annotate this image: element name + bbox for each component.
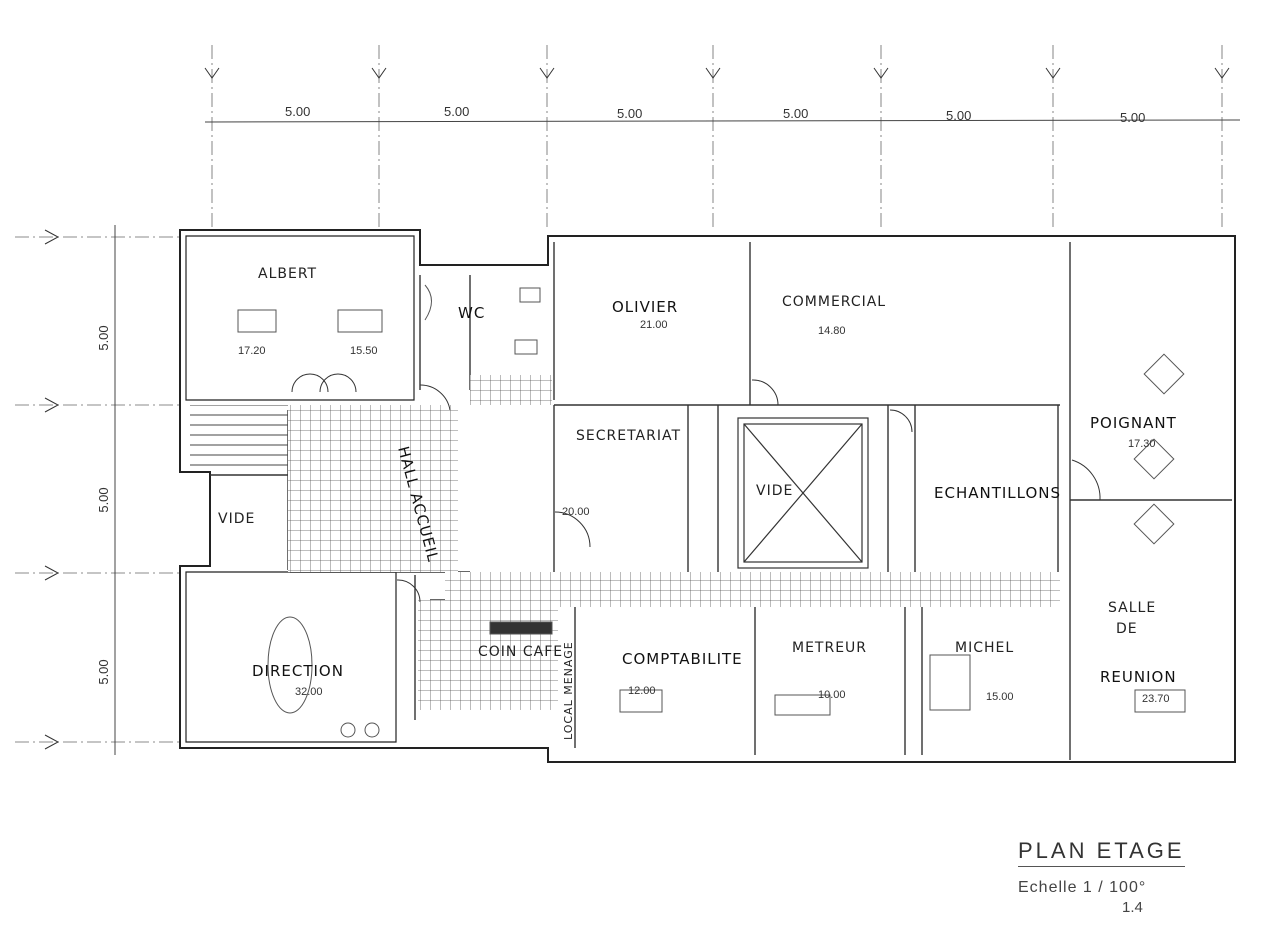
side-dim-1: 5.00 [96, 325, 111, 350]
top-dimensions: 5.00 5.00 5.00 5.00 5.00 5.00 [285, 104, 1145, 125]
area-michel: 15.00 [986, 691, 1014, 703]
door-swings [291, 373, 1101, 603]
top-dim-6: 5.00 [1120, 110, 1145, 125]
room-label-comptabilite: COMPTABILITE [622, 650, 743, 668]
area-albert-left: 17.20 [238, 345, 266, 357]
top-dim-5: 5.00 [946, 108, 971, 123]
room-label-olivier: OLIVIER [612, 298, 678, 316]
room-label-commercial: COMMERCIAL [782, 294, 886, 310]
room-label-vide-left: VIDE [218, 511, 255, 527]
room-label-coin-cafe: COIN CAFE [478, 644, 563, 660]
area-metreur: 10.00 [818, 689, 846, 701]
room-label-de: DE [1116, 621, 1138, 637]
room-label-wc: WC [458, 304, 485, 322]
side-dim-3: 5.00 [96, 659, 111, 684]
area-olivier: 21.00 [640, 319, 668, 331]
top-dim-3: 5.00 [617, 106, 642, 121]
room-labels: ALBERT 17.20 15.50 WC OLIVIER 21.00 COMM… [218, 266, 1177, 740]
room-label-salle: SALLE [1108, 600, 1156, 616]
room-label-reunion: REUNION [1100, 668, 1177, 686]
room-label-echantillons: ECHANTILLONS [934, 484, 1061, 502]
room-label-vide-center: VIDE [756, 483, 793, 499]
room-label-secretariat: SECRETARIAT [576, 428, 681, 444]
room-label-local-menage: LOCAL MENAGE [562, 641, 575, 740]
side-dim-2: 5.00 [96, 487, 111, 512]
area-comptabilite: 12.00 [628, 685, 656, 697]
room-label-direction: DIRECTION [252, 662, 344, 680]
room-label-albert: ALBERT [258, 266, 317, 282]
top-dim-4: 5.00 [783, 106, 808, 121]
top-dim-1: 5.00 [285, 104, 310, 119]
area-poignant: 17.30 [1128, 438, 1156, 450]
plan-scale: Echelle 1 / 100° [1018, 879, 1147, 896]
top-dim-2: 5.00 [444, 104, 469, 119]
title-block: PLAN ETAGE Echelle 1 / 100° 1.4 [1018, 838, 1218, 916]
area-albert-right: 15.50 [350, 345, 378, 357]
furniture [237, 284, 1186, 738]
area-direction: 32.00 [295, 686, 323, 698]
room-label-michel: MICHEL [955, 640, 1014, 656]
area-secretariat: 20.00 [562, 506, 590, 518]
axis-markers [44, 67, 1230, 750]
central-void [737, 417, 869, 569]
area-salle-reunion: 23.70 [1142, 693, 1170, 705]
plan-title: PLAN ETAGE [1018, 838, 1185, 867]
side-dimensions: 5.00 5.00 5.00 [96, 325, 111, 684]
sheet-number: 1.4 [1122, 899, 1143, 916]
axis-grid [15, 45, 1223, 743]
area-commercial: 14.80 [818, 325, 846, 337]
room-label-metreur: METREUR [792, 640, 867, 656]
room-label-poignant: POIGNANT [1090, 414, 1177, 432]
dimension-lines [114, 119, 1241, 755]
tiled-floors [190, 375, 1060, 710]
